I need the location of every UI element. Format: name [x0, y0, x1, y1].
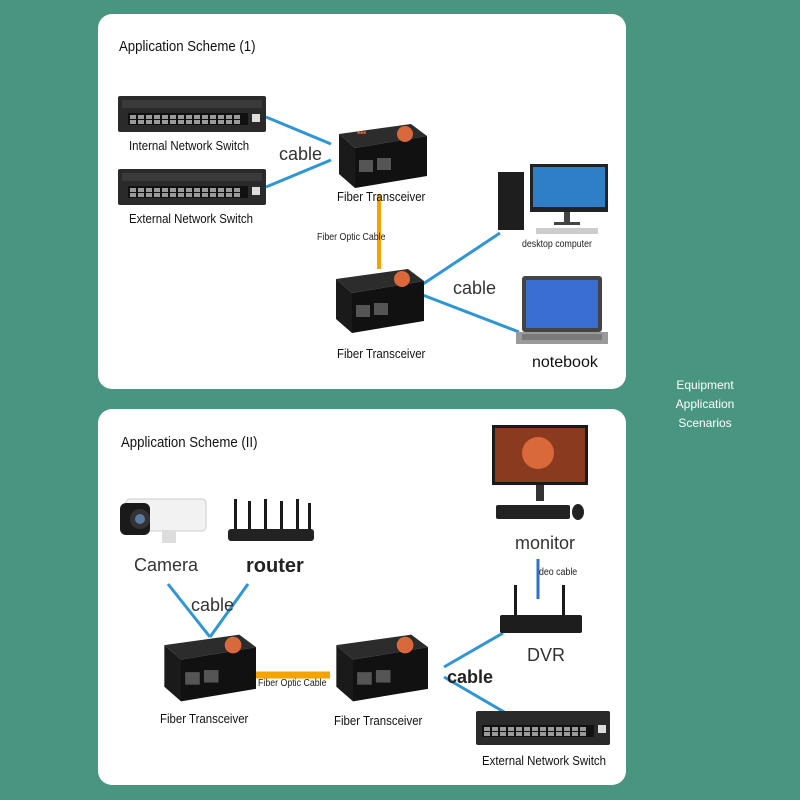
desktop-computer-device	[498, 164, 608, 234]
fiber-optic-cable-label: Fiber Optic Cable	[317, 232, 386, 243]
equipment-application-scenarios-label: Equipment Application Scenarios	[660, 376, 750, 433]
camera-label: Camera	[134, 555, 199, 575]
dvr-device	[500, 585, 582, 633]
internal-switch-label: Internal Network Switch	[129, 138, 250, 153]
external-network-switch-device	[476, 711, 610, 745]
monitor-device	[492, 425, 588, 520]
side-label-line-3: Scenarios	[678, 416, 732, 430]
dvr-label: DVR	[527, 645, 566, 665]
router-device	[228, 499, 314, 541]
transceiver-bottom-label: Fiber Transceiver	[337, 346, 426, 361]
fiber-transceiver-right-device	[336, 634, 428, 702]
scheme-1-panel: Application Scheme (1) Internal Network …	[98, 14, 626, 389]
transceiver-top-label: Fiber Transceiver	[337, 189, 426, 204]
monitor-label: monitor	[515, 533, 576, 553]
external-switch-label: External Network Switch	[129, 211, 253, 226]
notebook-label: notebook	[532, 354, 598, 371]
fiber-transceiver-top-device: ■■■	[339, 124, 427, 188]
fiber-optic-cable-label: Fiber Optic Cable	[258, 678, 327, 689]
side-label-line-1: Equipment	[676, 378, 734, 392]
transceiver-right-label: Fiber Transceiver	[334, 713, 423, 728]
external-switch-label: External Network Switch	[482, 753, 606, 768]
scheme-2-panel: Application Scheme (II) Camera router ca…	[98, 409, 626, 785]
cable-label-right: cable	[453, 278, 497, 298]
scheme-1-title: Application Scheme (1)	[119, 38, 256, 55]
fiber-transceiver-left-device	[164, 634, 256, 702]
fiber-transceiver-bottom-device	[336, 269, 424, 333]
cable-label-left: cable	[191, 595, 235, 615]
external-network-switch-device	[118, 169, 266, 205]
scheme-2-title: Application Scheme (II)	[121, 434, 258, 451]
desktop-computer-label: desktop computer	[522, 239, 592, 250]
side-label-line-2: Application	[675, 397, 735, 411]
cable-label-right: cable	[447, 667, 494, 687]
transceiver-left-label: Fiber Transceiver	[160, 711, 249, 726]
scheme-1-wires	[265, 115, 520, 334]
router-label: router	[246, 555, 304, 577]
video-cable-label: deo cable	[539, 567, 578, 578]
notebook-device	[516, 276, 608, 344]
cable-label-left: cable	[279, 144, 323, 164]
internal-network-switch-device	[118, 96, 266, 132]
svg-text:■■■: ■■■	[357, 130, 366, 136]
camera-device	[120, 498, 207, 543]
